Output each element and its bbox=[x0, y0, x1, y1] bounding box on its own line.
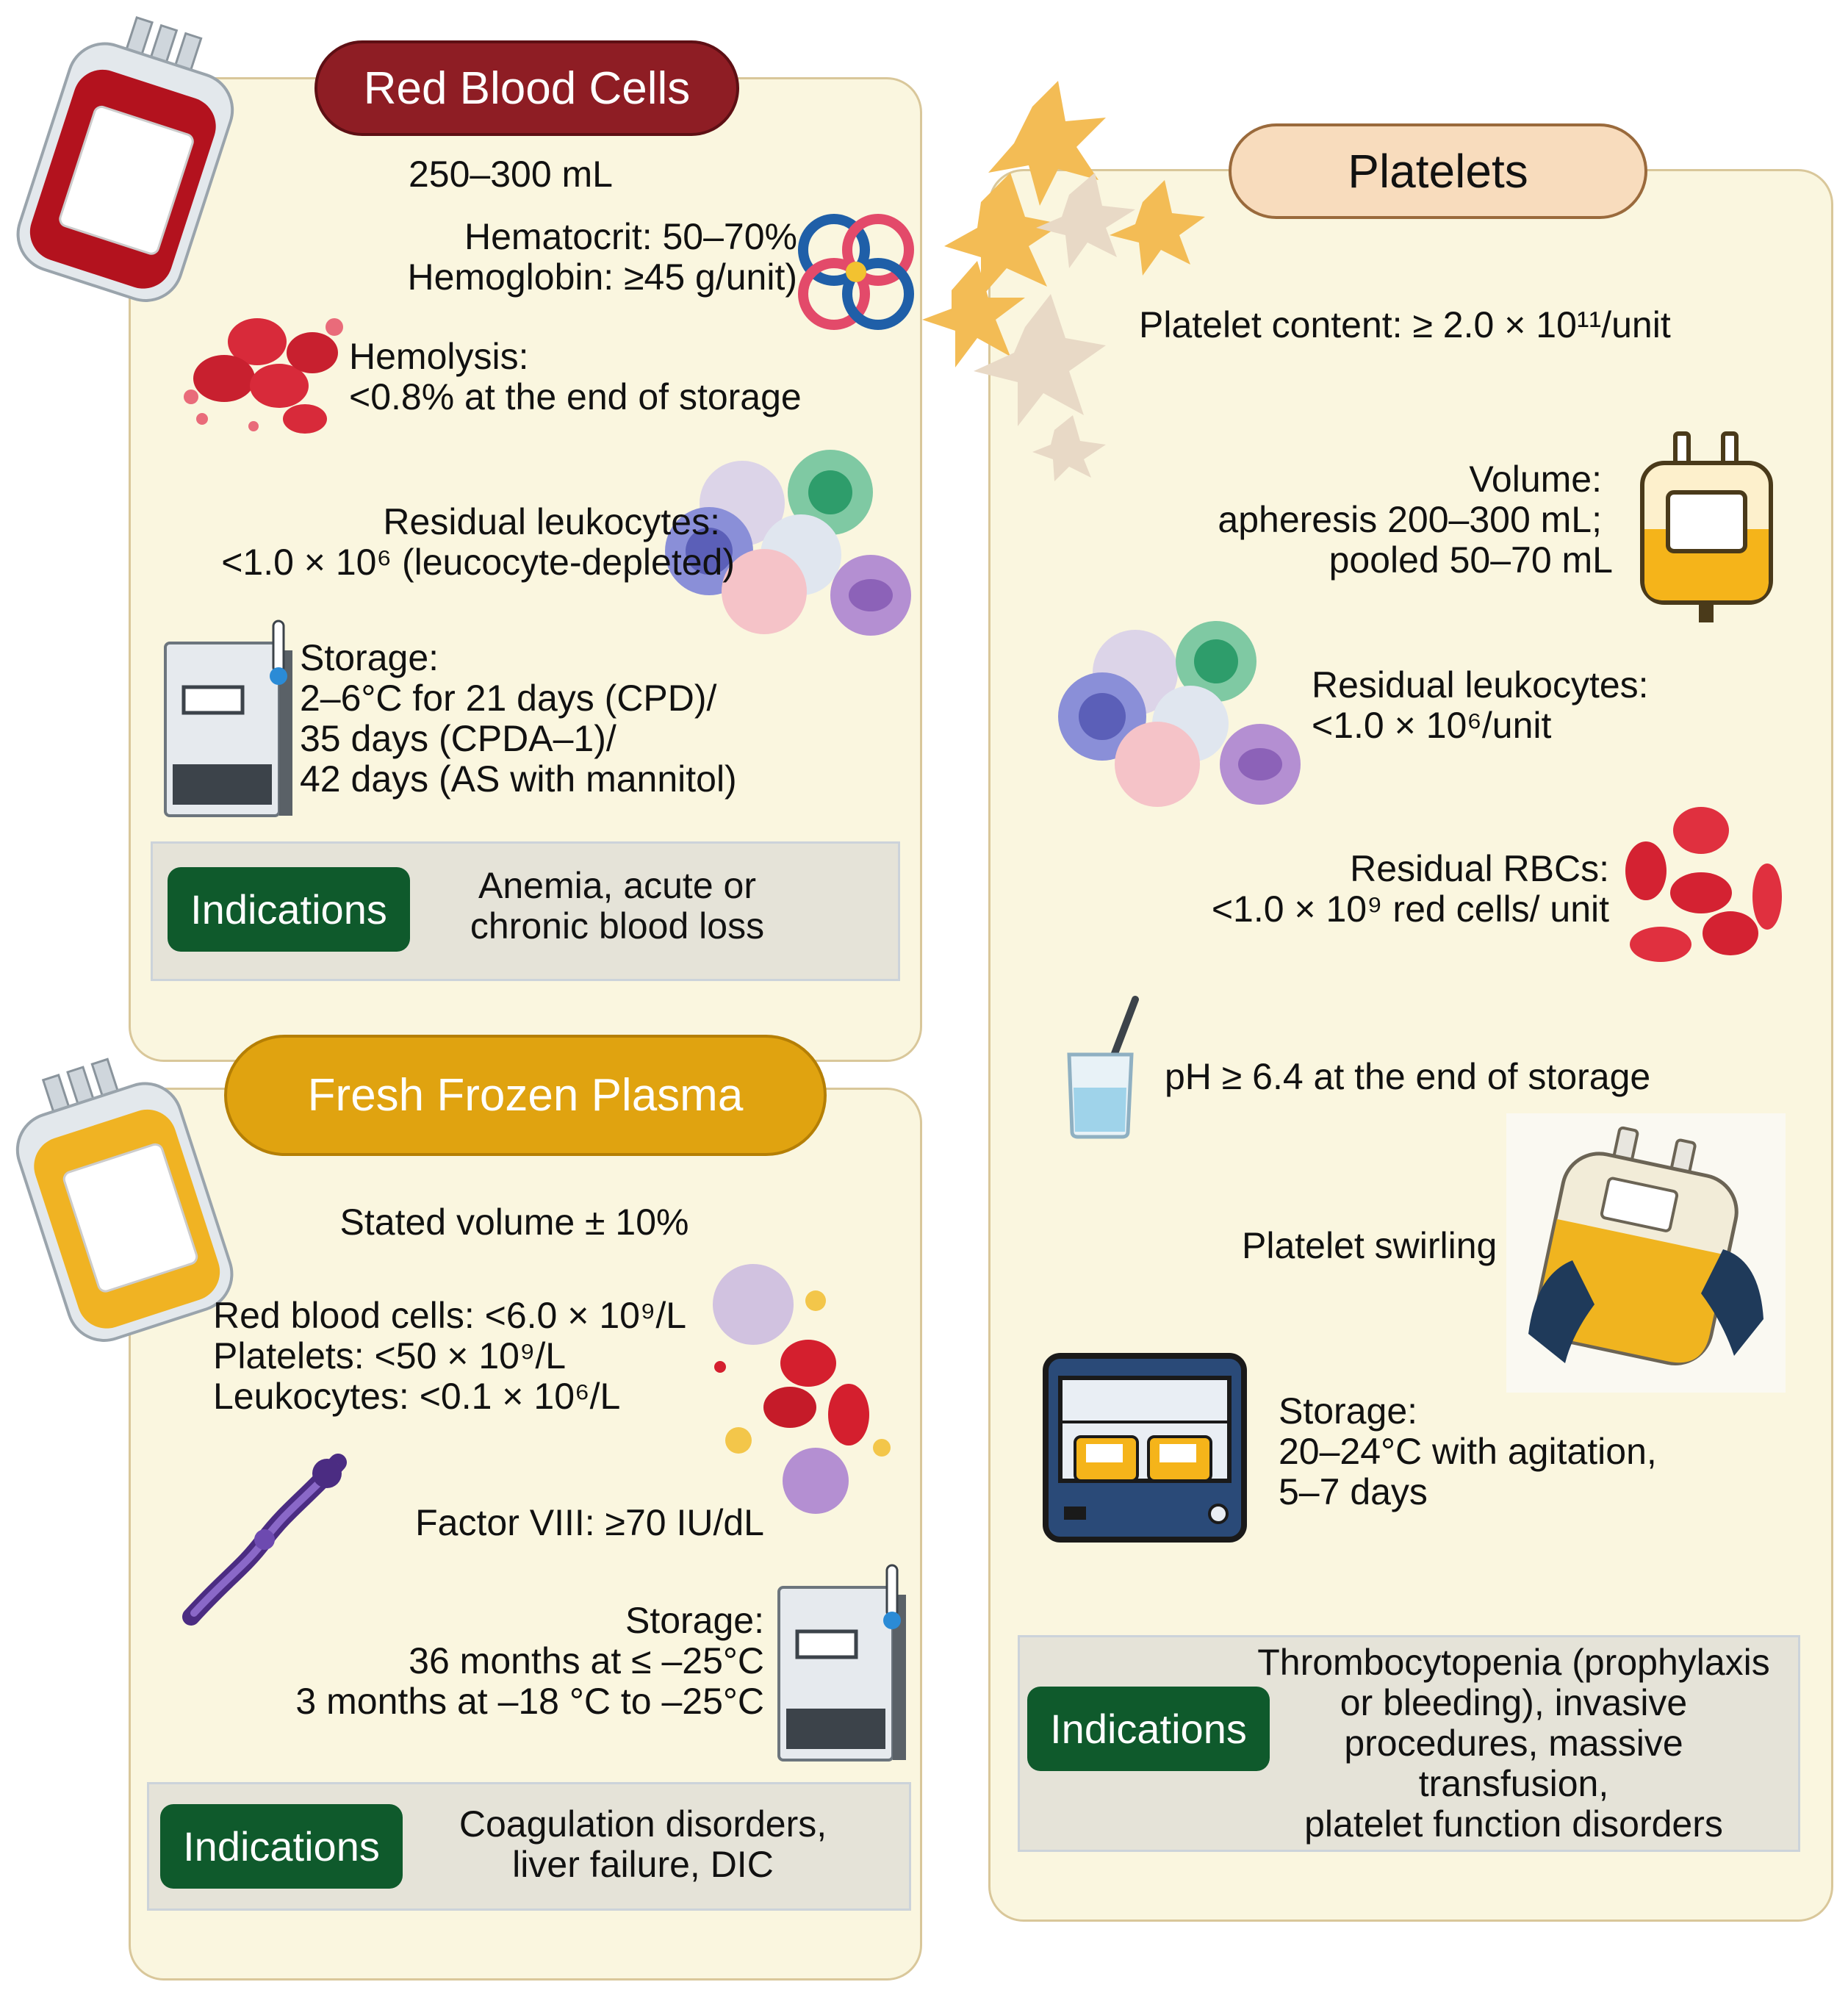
plt-indications-line4: transfusion, bbox=[1418, 1763, 1609, 1804]
hemoglobin-molecule-icon bbox=[798, 214, 914, 330]
platelets-cells-icon bbox=[922, 81, 1205, 481]
plt-indications-line5: platelet function disorders bbox=[1304, 1803, 1723, 1845]
rbc-leuko-value: <1.0 × 10⁶ (leucocyte-depleted) bbox=[221, 542, 735, 583]
plt-indications-line3: procedures, massive bbox=[1344, 1723, 1683, 1764]
plt-swirling: Platelet swirling bbox=[1242, 1225, 1498, 1266]
ffp-platelets: Platelets: <50 × 10⁹/L bbox=[213, 1335, 567, 1376]
rbc-storage-line1: 2–6°C for 21 days (CPD)/ bbox=[300, 678, 717, 719]
factor-viii-protein-icon bbox=[182, 1454, 347, 1626]
ffp-indications-box bbox=[147, 1782, 911, 1911]
red-blood-bag-icon bbox=[16, 15, 234, 302]
platelet-bag-icon bbox=[1640, 431, 1773, 622]
plt-volume-label: Volume: bbox=[1469, 459, 1602, 500]
ffp-storage-line2: 3 months at –18 °C to –25°C bbox=[295, 1681, 764, 1722]
plt-leuko-value: <1.0 × 10⁶/unit bbox=[1312, 705, 1552, 746]
platelets-title-pill: Platelets bbox=[1229, 123, 1647, 219]
plt-leukocytes-icon bbox=[1058, 621, 1301, 807]
ffp-freezer-icon bbox=[777, 1564, 906, 1762]
plt-content: Platelet content: ≥ 2.0 × 10¹¹/unit bbox=[1139, 304, 1671, 345]
ffp-factor: Factor VIII: ≥70 IU/dL bbox=[415, 1502, 764, 1543]
rbc-storage-line2: 35 days (CPDA–1)/ bbox=[300, 718, 616, 759]
plt-indications-line1: Thrombocytopenia (prophylaxis bbox=[1257, 1642, 1770, 1683]
plt-ph: pH ≥ 6.4 at the end of storage bbox=[1165, 1056, 1651, 1097]
rbc-hemolysis-label: Hemolysis: bbox=[349, 336, 529, 377]
platelet-incubator-icon bbox=[1043, 1353, 1247, 1543]
rbc-indications-line1: Anemia, acute or bbox=[478, 865, 756, 906]
ffp-volume: Stated volume ± 10% bbox=[339, 1202, 689, 1243]
ffp-indications-line1: Coagulation disorders, bbox=[459, 1803, 827, 1845]
platelets-title: Platelets bbox=[1348, 145, 1528, 198]
plasma-cells-icon bbox=[713, 1264, 891, 1514]
ph-beaker-icon bbox=[1067, 996, 1139, 1139]
rbc-indications-line2: chronic blood loss bbox=[470, 905, 765, 947]
rbc-leuko-label: Residual leukocytes: bbox=[383, 501, 720, 542]
plt-storage-line2: 5–7 days bbox=[1279, 1471, 1428, 1512]
ffp-storage-label: Storage: bbox=[625, 1600, 764, 1641]
plt-indications-button[interactable]: Indications bbox=[1027, 1687, 1270, 1771]
ffp-title: Fresh Frozen Plasma bbox=[307, 1070, 744, 1121]
ffp-indications-line2: liver failure, DIC bbox=[512, 1844, 774, 1885]
freezer-icon bbox=[164, 620, 292, 817]
rbc-hemoglobin: Hemoglobin: ≥45 g/unit) bbox=[407, 256, 797, 298]
plt-indications-line2: or bleeding), invasive bbox=[1340, 1682, 1688, 1723]
plt-storage-line1: 20–24°C with agitation, bbox=[1279, 1431, 1657, 1472]
plt-rbc-value: <1.0 × 10⁹ red cells/ unit bbox=[1211, 888, 1609, 930]
rbc-title-pill: Red Blood Cells bbox=[314, 40, 739, 136]
plt-leuko-label: Residual leukocytes: bbox=[1312, 664, 1649, 705]
plt-rbc-label: Residual RBCs: bbox=[1350, 848, 1609, 889]
ffp-title-pill: Fresh Frozen Plasma bbox=[224, 1035, 827, 1156]
leukocytes-icon bbox=[665, 450, 911, 636]
rbc-storage-label: Storage: bbox=[300, 637, 439, 678]
plt-residual-rbc-icon bbox=[1625, 807, 1782, 962]
ffp-indications-button[interactable]: Indications bbox=[160, 1804, 403, 1889]
rbc-storage-line3: 42 days (AS with mannitol) bbox=[300, 758, 737, 800]
plt-storage-label: Storage: bbox=[1279, 1390, 1418, 1432]
hemolysis-cells-icon bbox=[184, 318, 343, 434]
rbc-indications-button[interactable]: Indications bbox=[168, 867, 410, 952]
platelet-swirling-bag-icon bbox=[1506, 1113, 1786, 1393]
rbc-title: Red Blood Cells bbox=[363, 62, 691, 114]
rbc-hemolysis-value: <0.8% at the end of storage bbox=[349, 376, 802, 417]
plt-volume-line2: pooled 50–70 mL bbox=[1329, 539, 1613, 581]
ffp-storage-line1: 36 months at ≤ –25°C bbox=[409, 1640, 764, 1681]
ffp-leukocytes: Leukocytes: <0.1 × 10⁶/L bbox=[213, 1376, 621, 1417]
plasma-bag-icon bbox=[15, 1057, 234, 1342]
plt-volume-line1: apheresis 200–300 mL; bbox=[1218, 499, 1602, 540]
rbc-hematocrit: Hematocrit: 50–70% bbox=[464, 216, 797, 257]
ffp-rbc: Red blood cells: <6.0 × 10⁹/L bbox=[213, 1295, 687, 1336]
rbc-volume: 250–300 mL bbox=[408, 154, 613, 195]
